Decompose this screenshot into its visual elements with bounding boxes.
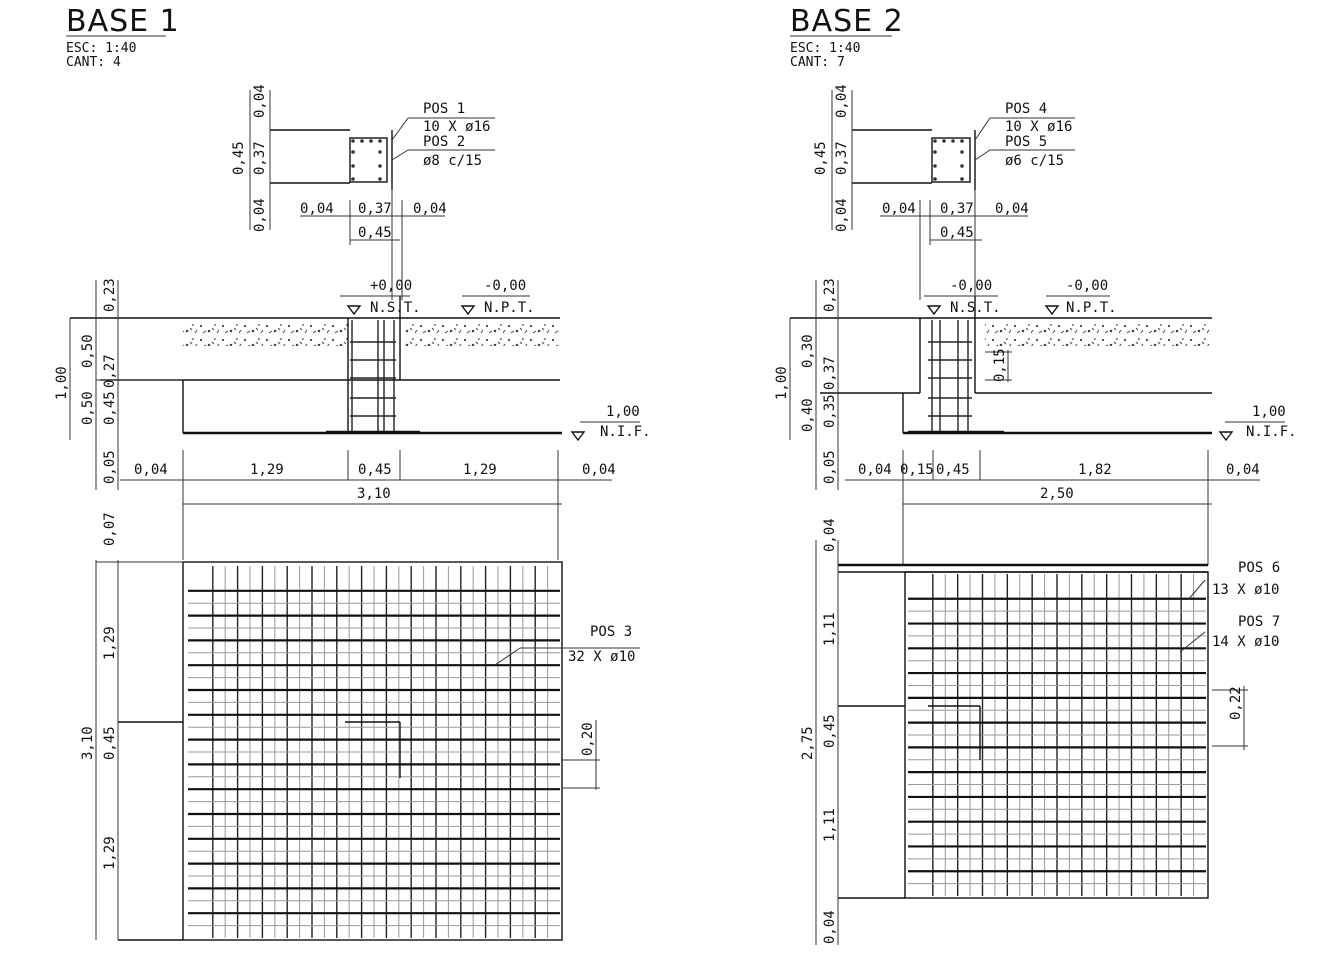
base1-sec-h-004b: 0,04 <box>582 462 616 478</box>
base2-pos5-bars: ø6 c/15 <box>1005 153 1064 169</box>
base1-sec-h-129a: 1,29 <box>250 462 284 478</box>
base1-sec-v-023: 0,23 <box>102 278 118 312</box>
base2-scale: ESC: 1:40 <box>790 41 860 56</box>
base2-plan-v-004a: 0,04 <box>822 518 838 552</box>
base2-sec-v-023: 0,23 <box>822 278 838 312</box>
base2-col-dim-top: 0,04 <box>834 84 850 118</box>
base1-title: BASE 1 <box>66 4 180 39</box>
base2-plan-v-004b: 0,04 <box>822 910 838 944</box>
base1-quantity: CANT: 4 <box>66 55 121 70</box>
base2-col-dim-w-left: 0,04 <box>882 201 916 217</box>
base2-sec-v-030: 0,30 <box>800 334 816 368</box>
base2-pos7-label: POS 7 <box>1238 614 1280 630</box>
base1-pos1-label: POS 1 <box>423 101 465 117</box>
base1-sec-v-total: 1,00 <box>54 366 70 400</box>
base2-column-section <box>831 90 1075 300</box>
base1-scale: ESC: 1:40 <box>66 41 136 56</box>
base2-sec-v-005: 0,05 <box>822 450 838 484</box>
base2-pos6-label: POS 6 <box>1238 560 1280 576</box>
base2-quantity: CANT: 7 <box>790 55 845 70</box>
base2-nst-value: -0,00 <box>950 278 992 294</box>
base1-sec-v-005: 0,05 <box>102 450 118 484</box>
base2-pos6-bars: 13 X ø10 <box>1212 582 1279 598</box>
base2-plan-v-total: 2,75 <box>800 726 816 760</box>
base1-plan-v-129a: 1,29 <box>102 626 118 660</box>
base2-col-dim-bottom: 0,04 <box>834 198 850 232</box>
base2-plan-dim-022: 0,22 <box>1228 686 1244 720</box>
base1-plan-v-129b: 1,29 <box>102 836 118 870</box>
base1-sec-v-050b: 0,50 <box>80 391 96 425</box>
base2-pos4-label: POS 4 <box>1005 101 1047 117</box>
base1-npt-value: -0,00 <box>484 278 526 294</box>
base2-sec-h-182: 1,82 <box>1078 462 1112 478</box>
base2-nif-label: N.I.F. <box>1246 424 1297 440</box>
base2-col-dim-w-mid: 0,37 <box>940 201 974 217</box>
base1-pos1-bars: 10 X ø16 <box>423 119 490 135</box>
base1-sec-h-total: 3,10 <box>357 486 391 502</box>
base2-pos5-label: POS 5 <box>1005 134 1047 150</box>
base1-drawing: BASE 1 ESC: 1:40 CANT: 4 <box>54 4 651 941</box>
base2-nst-label: N.S.T. <box>950 300 1001 316</box>
base2-nif-value: 1,00 <box>1252 404 1286 420</box>
base2-sec-v-037: 0,37 <box>822 356 838 390</box>
base2-sec-h-015: 0,15 <box>900 462 934 478</box>
base1-pos3-bars: 32 X ø10 <box>568 649 635 665</box>
base1-column-section <box>249 90 495 300</box>
base2-elevation-section <box>789 280 1285 565</box>
base1-nst-value: +0,00 <box>370 278 412 294</box>
base1-pos2-label: POS 2 <box>423 134 465 150</box>
base1-nif-label: N.I.F. <box>600 424 651 440</box>
base2-plan-grid <box>815 540 1248 945</box>
base2-sec-v-035: 0,35 <box>822 394 838 428</box>
base1-elevation-section <box>69 280 640 560</box>
base1-plan-v-045: 0,45 <box>102 726 118 760</box>
base1-sec-h-045: 0,45 <box>358 462 392 478</box>
base2-col-dim-outer: 0,45 <box>813 141 829 175</box>
base2-sec-h-045: 0,45 <box>936 462 970 478</box>
base2-npt-value: -0,00 <box>1066 278 1108 294</box>
base2-npt-label: N.P.T. <box>1066 300 1117 316</box>
base1-col-dim-w-mid: 0,37 <box>358 201 392 217</box>
base2-sec-h-total: 2,50 <box>1040 486 1074 502</box>
base2-drawing: BASE 2 ESC: 1:40 CANT: 7 <box>774 4 1297 945</box>
base1-nif-value: 1,00 <box>606 404 640 420</box>
base1-sec-v-050: 0,50 <box>80 334 96 368</box>
base1-sec-v-027: 0,27 <box>102 354 118 388</box>
base2-col-dim-w-right: 0,04 <box>995 201 1029 217</box>
base2-sec-h-004b: 0,04 <box>1226 462 1260 478</box>
base1-npt-label: N.P.T. <box>484 300 535 316</box>
base1-plan-v-007: 0,07 <box>102 512 118 546</box>
base1-col-dim-bottom: 0,04 <box>252 198 268 232</box>
base1-nst-label: N.S.T. <box>370 300 421 316</box>
base1-plan-v-total: 3,10 <box>80 726 96 760</box>
base2-col-dim-w-total: 0,45 <box>940 225 974 241</box>
base2-plan-v-111a: 1,11 <box>822 612 838 646</box>
base1-sec-h-129b: 1,29 <box>463 462 497 478</box>
base1-sec-h-004a: 0,04 <box>134 462 168 478</box>
base2-plan-v-111b: 1,11 <box>822 808 838 842</box>
base2-pos4-bars: 10 X ø16 <box>1005 119 1072 135</box>
base2-title: BASE 2 <box>790 4 904 39</box>
base2-sec-v-040: 0,40 <box>800 398 816 432</box>
base2-col-dim-inner: 0,37 <box>834 141 850 175</box>
base1-col-dim-outer: 0,45 <box>231 141 247 175</box>
base2-sec-h-004a: 0,04 <box>858 462 892 478</box>
base1-col-dim-w-total: 0,45 <box>358 225 392 241</box>
base2-pos7-bars: 14 X ø10 <box>1212 634 1279 650</box>
base2-plan-v-045: 0,45 <box>822 714 838 748</box>
base1-pos3-label: POS 3 <box>590 624 632 640</box>
base1-col-dim-top: 0,04 <box>252 84 268 118</box>
base1-col-dim-w-left: 0,04 <box>300 201 334 217</box>
base1-pos2-bars: ø8 c/15 <box>423 153 482 169</box>
base1-plan-grid <box>95 560 640 941</box>
base1-col-dim-inner: 0,37 <box>252 141 268 175</box>
base1-col-dim-w-right: 0,04 <box>413 201 447 217</box>
base2-sec-v-total: 1,00 <box>774 366 790 400</box>
base1-plan-dim-020: 0,20 <box>580 722 596 756</box>
base2-sec-v-015: 0,15 <box>992 348 1008 382</box>
base1-sec-v-045: 0,45 <box>102 391 118 425</box>
